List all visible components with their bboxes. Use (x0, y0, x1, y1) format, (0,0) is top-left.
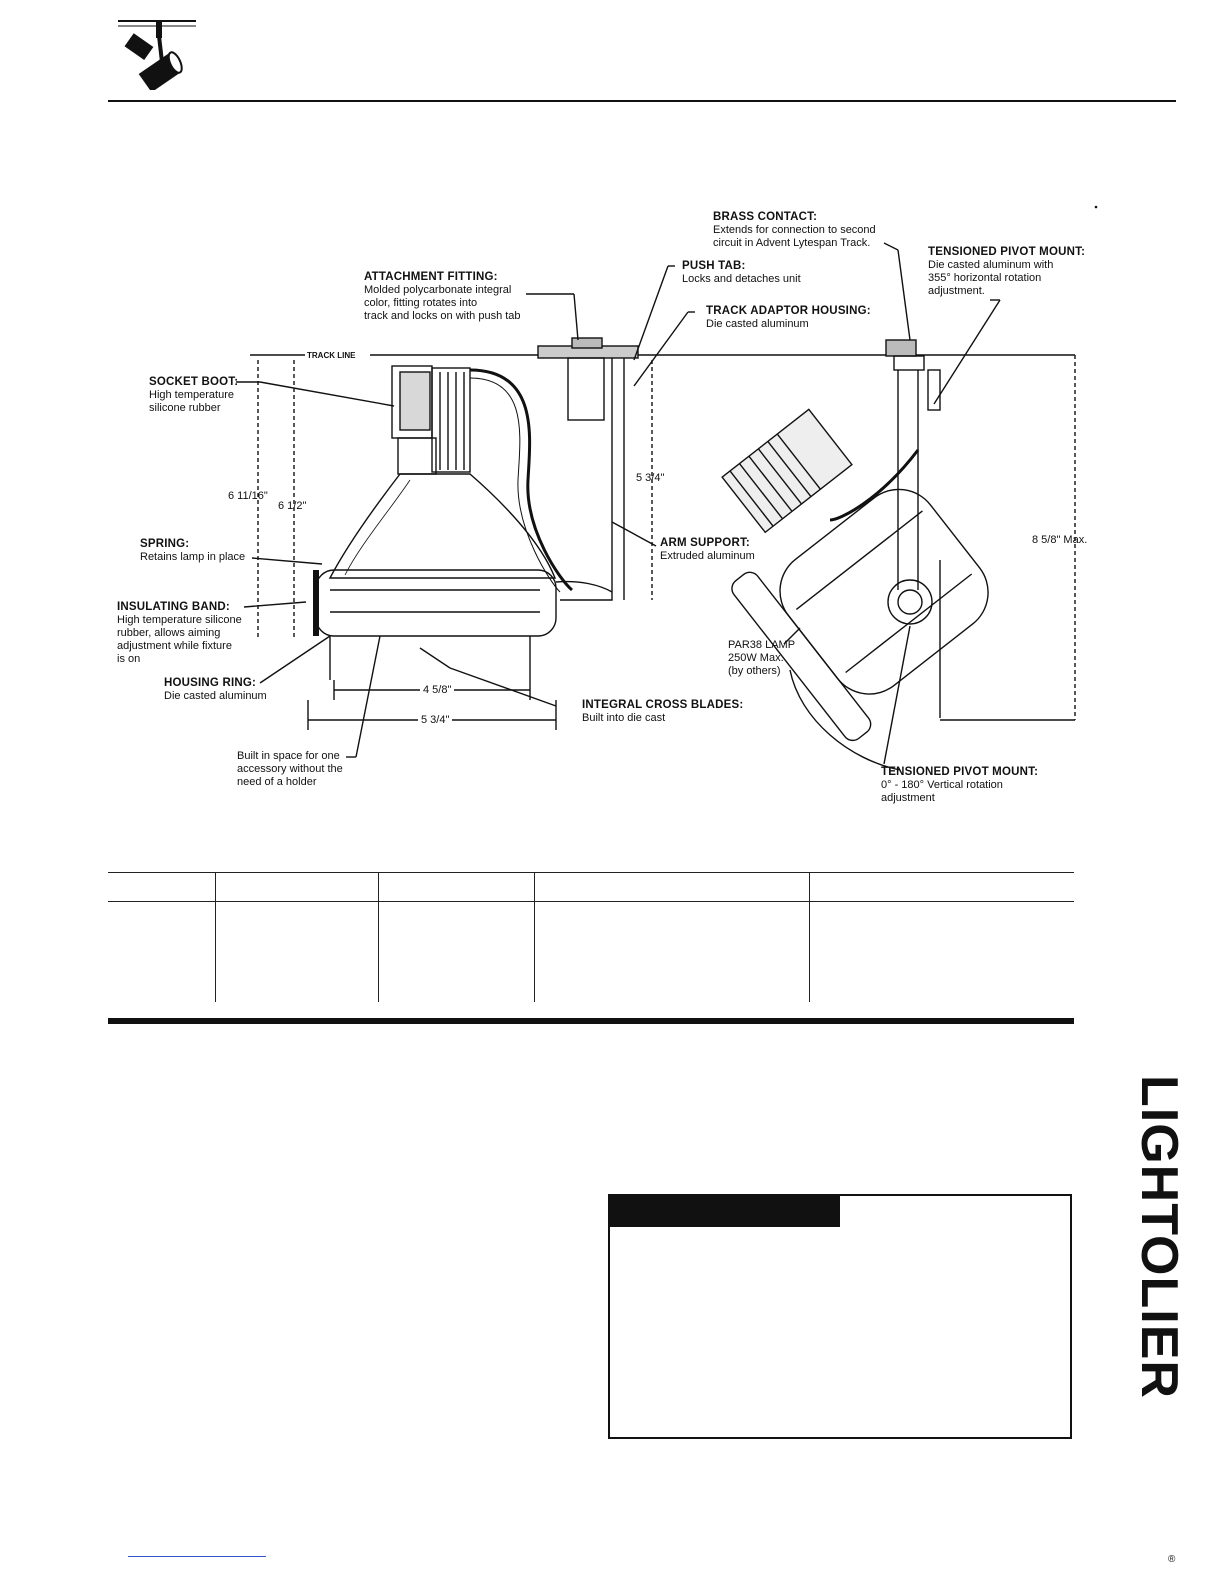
label-attachment-fitting: ATTACHMENT FITTING: Molded polycarbonate… (364, 271, 521, 322)
label-housing-ring: HOUSING RING: Die casted aluminum (164, 677, 267, 702)
dimension-5-3-4-vertical: 5 3/4" (636, 472, 665, 484)
table-top-rule (108, 872, 1074, 873)
dimension-6-11-16: 6 11/16" (228, 490, 268, 502)
dimension-5-3-4-horizontal: 5 3/4" (418, 714, 453, 726)
info-box-header-tab (610, 1196, 840, 1227)
label-par38-lamp: PAR38 LAMP 250W Max. (by others) (728, 639, 796, 677)
label-brass-contact: BRASS CONTACT: Extends for connection to… (713, 211, 876, 249)
header-rule (108, 100, 1176, 102)
track-fixture-logo-icon (118, 20, 196, 90)
table-header-rule (108, 901, 1074, 902)
label-accessory-space: Built in space for one accessory without… (237, 750, 343, 788)
table-column-divider (809, 872, 810, 1002)
specification-table (108, 872, 1074, 1002)
lightolier-brand-logo: LIGHTOLIER ® (1130, 1075, 1188, 1565)
info-box (608, 1194, 1072, 1439)
label-track-line: TRACK LINE (307, 351, 356, 360)
dimension-8-5-8-max: 8 5/8" Max. (1032, 534, 1088, 546)
fixture-technical-drawing (236, 205, 1098, 771)
brand-registered-mark: ® (1168, 1554, 1176, 1565)
brand-wordmark: LIGHTOLIER (1130, 1075, 1188, 1399)
dimension-6-1-2: 6 1/2" (278, 500, 307, 512)
label-arm-support: ARM SUPPORT: Extruded aluminum (660, 537, 755, 562)
label-insulating-band: INSULATING BAND: High temperature silico… (117, 601, 242, 665)
dimension-4-5-8: 4 5/8" (420, 684, 455, 696)
label-tensioned-pivot-bottom: TENSIONED PIVOT MOUNT: 0° - 180° Vertica… (881, 766, 1039, 804)
label-integral-cross-blades: INTEGRAL CROSS BLADES: Built into die ca… (582, 699, 744, 724)
label-socket-boot: SOCKET BOOT: High temperature silicone r… (149, 376, 239, 414)
section-divider-rule (108, 1018, 1074, 1024)
footer-link-underline[interactable] (128, 1556, 266, 1557)
table-column-divider (215, 872, 216, 1002)
label-push-tab: PUSH TAB: Locks and detaches unit (682, 260, 801, 285)
label-spring: SPRING: Retains lamp in place (140, 538, 246, 563)
table-column-divider (534, 872, 535, 1002)
label-tensioned-pivot-top: TENSIONED PIVOT MOUNT: Die casted alumin… (928, 246, 1086, 297)
table-column-divider (378, 872, 379, 1002)
label-track-adaptor-housing: TRACK ADAPTOR HOUSING: Die casted alumin… (706, 305, 871, 330)
